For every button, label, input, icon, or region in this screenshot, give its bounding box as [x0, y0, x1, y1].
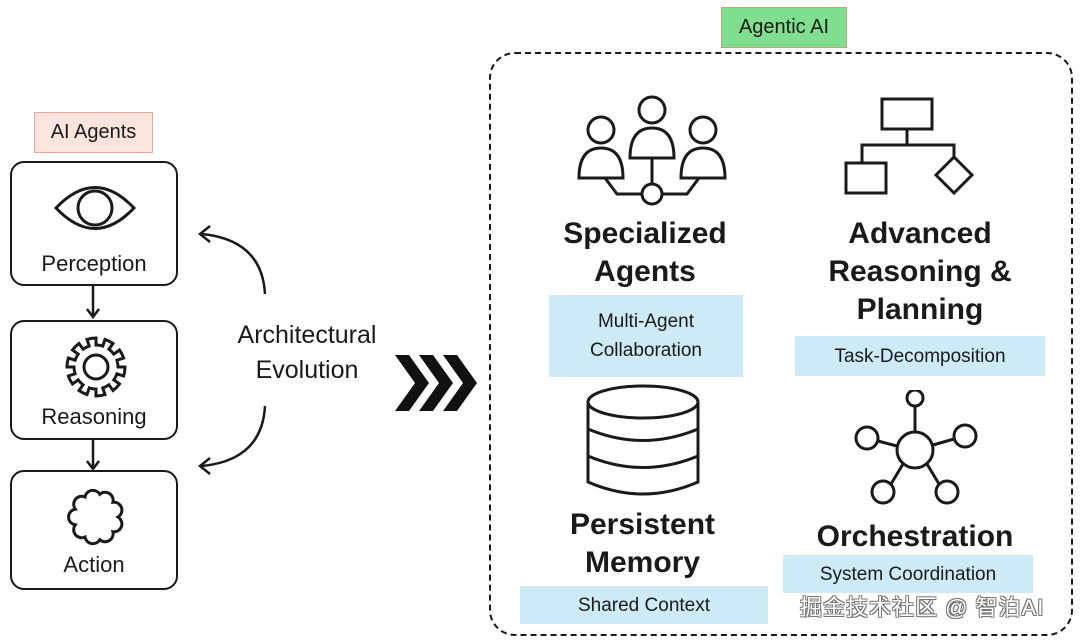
flowchart-icon	[844, 97, 975, 196]
evo-line-1: Architectural	[237, 321, 377, 349]
watermark: 掘金技术社区 @ 智泊AI	[800, 595, 1045, 620]
stage-action: Action	[10, 470, 178, 590]
subtitle-task-decomposition: Task-Decomposition	[795, 336, 1045, 376]
title-line: Planning	[856, 293, 984, 326]
stage-label: Perception	[41, 251, 147, 276]
people-network-icon	[577, 95, 727, 206]
evo-line-2: Evolution	[255, 356, 359, 384]
title-line: Memory	[584, 546, 701, 579]
subtitle-line: Collaboration	[590, 340, 702, 361]
stage-reasoning: Reasoning	[10, 320, 178, 440]
agentic-ai-tag: Agentic AI	[721, 7, 847, 48]
feature-title-specialized-agents: Specialized Agents	[540, 215, 750, 291]
gear-icon	[65, 336, 127, 398]
arrow-down-icon	[86, 440, 100, 472]
feature-title-advanced-reasoning: Advanced Reasoning & Planning	[800, 215, 1040, 329]
stage-label: Action	[63, 552, 125, 577]
agentic-ai-tag-label: Agentic AI	[738, 16, 830, 38]
stage-perception: Perception	[10, 161, 178, 286]
database-icon	[586, 384, 700, 496]
cloud-icon	[67, 488, 124, 546]
stage-label: Reasoning	[41, 404, 147, 429]
subtitle-system-coordination: System Coordination	[783, 555, 1033, 593]
feature-title-persistent-memory: Persistent Memory	[540, 506, 745, 582]
eye-icon	[53, 186, 137, 230]
agentic-ai-container	[489, 52, 1073, 636]
subtitle-line: Shared Context	[577, 594, 711, 616]
feature-title-orchestration: Orchestration	[795, 518, 1035, 556]
hub-network-icon	[854, 390, 978, 505]
feedback-arrow-bottom-icon	[197, 405, 267, 475]
subtitle-line: System Coordination	[819, 563, 997, 585]
subtitle-line: Task-Decomposition	[834, 345, 1006, 367]
title-line: Reasoning &	[828, 255, 1012, 288]
arrow-down-icon	[86, 286, 100, 320]
title-line: Advanced	[848, 217, 992, 250]
title-line: Orchestration	[816, 520, 1014, 553]
subtitle-line: Multi-Agent	[597, 311, 695, 332]
subtitle-multi-agent-collaboration: Multi-Agent Collaboration	[549, 295, 743, 377]
subtitle-shared-context: Shared Context	[520, 586, 768, 624]
ai-agents-tag-label: AI Agents	[50, 121, 137, 143]
triple-chevron-right-icon	[395, 355, 477, 411]
title-line: Persistent	[569, 508, 716, 541]
title-line: Specialized	[563, 217, 727, 250]
architectural-evolution-label: Architectural Evolution	[222, 318, 392, 388]
ai-agents-tag: AI Agents	[34, 112, 153, 153]
title-line: Agents	[594, 255, 696, 288]
feedback-arrow-top-icon	[197, 225, 267, 295]
